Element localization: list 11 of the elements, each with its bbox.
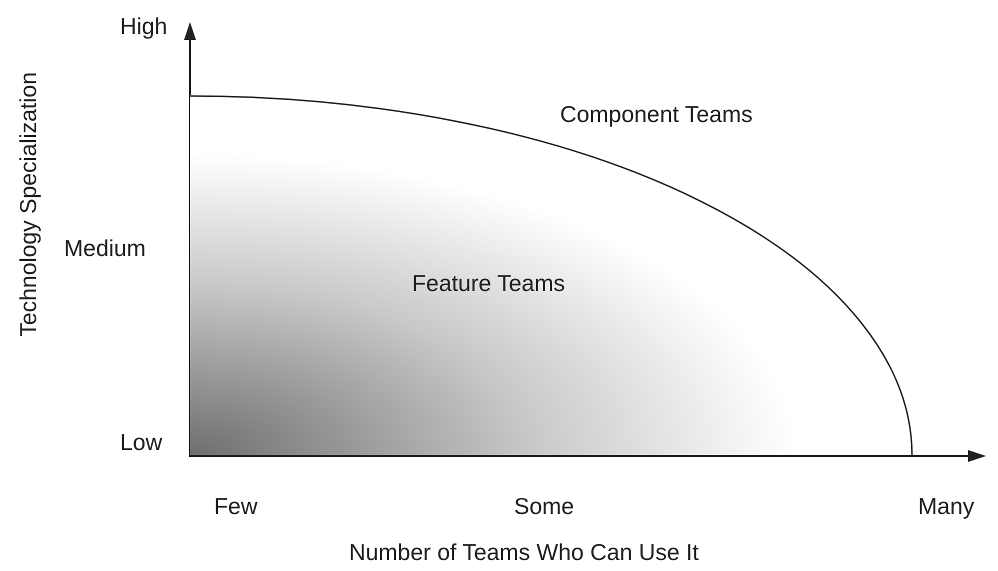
axis-tick-label: Many [918,494,974,520]
feature-teams-region [190,95,912,455]
axis-title: Technology Specialization [16,72,42,337]
axis-title: Number of Teams Who Can Use It [349,540,699,566]
axis-tick-label: High [120,14,168,40]
axis-tick-label: Low [120,430,162,456]
region-label: Feature Teams [412,271,565,296]
region-label: Component Teams [560,102,753,128]
axis-tick-label: Medium [64,236,146,262]
axis-tick-label: Some [514,494,574,520]
axis-tick-label: Few [214,494,258,520]
